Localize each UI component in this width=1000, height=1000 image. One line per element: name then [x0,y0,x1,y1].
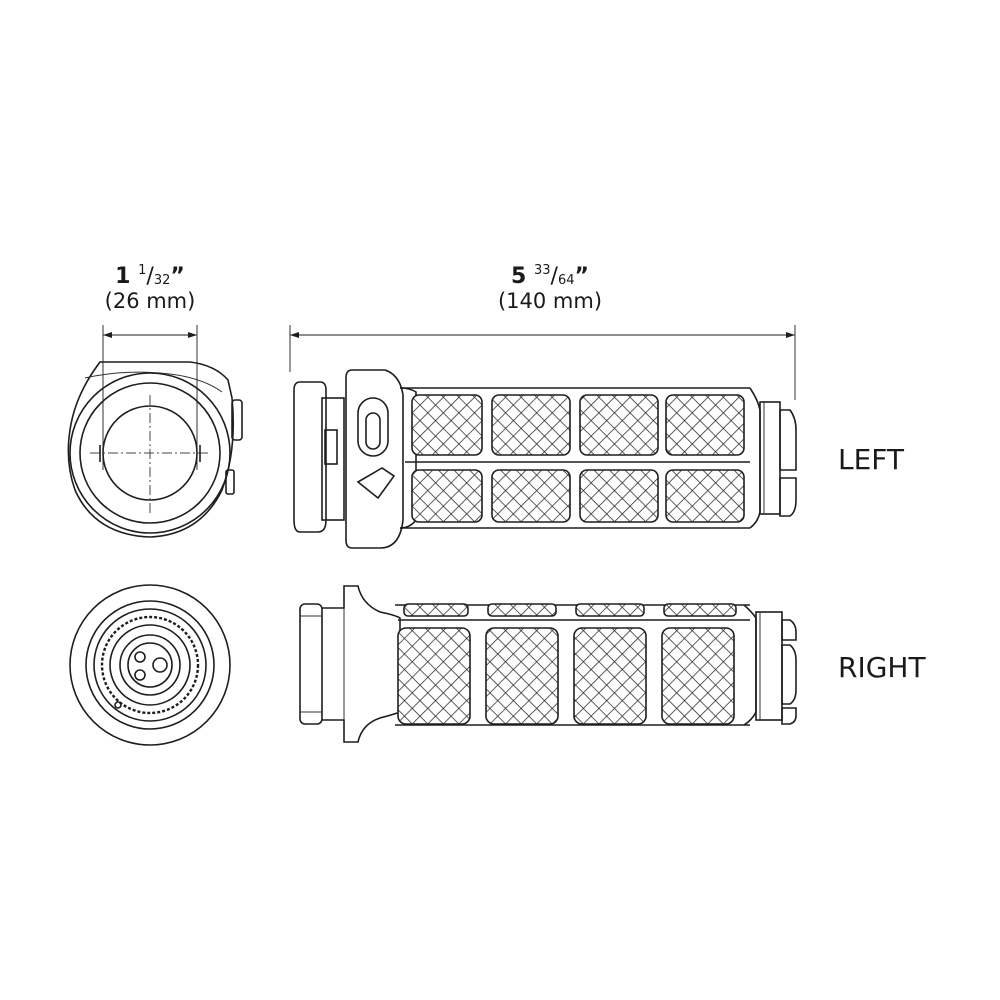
left-grip-side-view [293,369,797,549]
width-whole: 1 [115,264,131,289]
length-dimension-value: 5 33/64” [511,263,589,289]
left-grip-label: LEFT [838,443,905,476]
left-grip-end-view [67,361,243,538]
length-unit: ” [574,264,589,289]
length-dimension-line [289,325,796,400]
right-grip-side-view [299,585,797,743]
width-dimension-value: 1 1/32” [115,263,185,289]
length-whole: 5 [511,264,527,289]
length-denominator: 64 [557,273,575,288]
width-unit: ” [170,264,185,289]
width-dimension-metric: (26 mm) [104,289,196,313]
width-numerator: 1 [138,263,147,278]
right-grip-end-view [69,584,231,746]
right-grip-label: RIGHT [838,651,926,684]
length-dimension-metric: (140 mm) [497,289,603,313]
length-numerator: 33 [534,263,551,278]
width-denominator: 32 [153,273,171,288]
